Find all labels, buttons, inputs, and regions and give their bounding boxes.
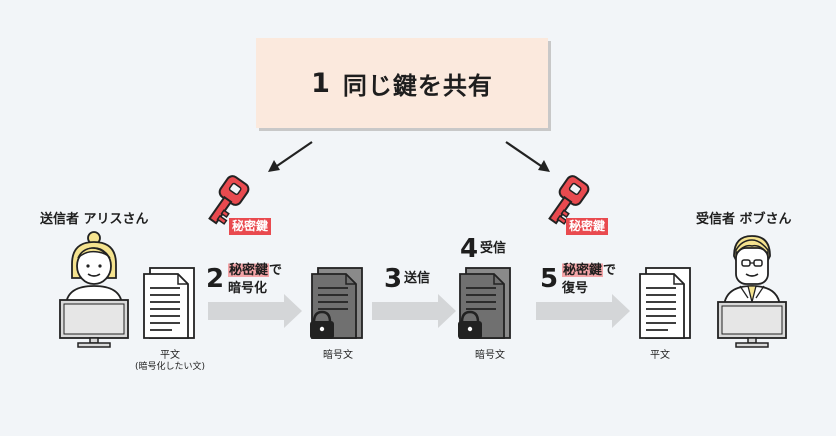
sender-alice-icon (59, 231, 129, 348)
ciphertext-document-icon-2 (458, 267, 511, 339)
step-3-number: 3 (384, 264, 403, 294)
secret-key-label-right: 秘密鍵 (566, 218, 609, 235)
step-5-number: 5 (540, 264, 559, 294)
ciphertext-2-label: 暗号文 (475, 350, 505, 361)
step-2-line2: 暗号化 (228, 281, 268, 296)
plaintext-document-icon-right (639, 267, 691, 339)
step-5-suffix: で (603, 263, 617, 278)
plaintext-left-sublabel: (暗号化したい文) (134, 362, 206, 372)
step-4-number: 4 (460, 234, 479, 264)
arrow-decrypt (536, 294, 630, 328)
sender-label: 送信者 アリスさん (40, 212, 149, 227)
plaintext-right-label: 平文 (650, 350, 670, 361)
shared-key-title-box: 1 同じ鍵を共有 (256, 38, 548, 128)
secret-key-label-left: 秘密鍵 (229, 218, 272, 235)
step-2-number: 2 (206, 264, 225, 294)
plaintext-document-icon-left (143, 267, 195, 339)
ciphertext-1-label: 暗号文 (323, 350, 353, 361)
step-5-highlight: 秘密鍵 (562, 263, 604, 278)
receiver-bob-icon (717, 235, 787, 348)
step-2-highlight: 秘密鍵 (228, 263, 270, 278)
title-text: 同じ鍵を共有 (342, 71, 493, 100)
step-2-text: 秘密鍵で 暗号化 (228, 262, 282, 298)
step-5-text: 秘密鍵で 復号 (562, 262, 616, 298)
title-step-number: 1 (311, 67, 331, 99)
secret-key-icon-left (208, 175, 250, 225)
arrow-send (372, 294, 456, 328)
arrow-to-right-key (505, 141, 550, 172)
step-4-text: 受信 (480, 241, 507, 256)
step-3-text: 送信 (404, 271, 431, 286)
step-5-line2: 復号 (562, 281, 589, 296)
step-2-suffix: で (269, 263, 283, 278)
arrow-to-left-key (268, 141, 313, 172)
receiver-label: 受信者 ボブさん (696, 212, 792, 227)
plaintext-left-label: 平文 (160, 350, 180, 361)
ciphertext-document-icon-1 (310, 267, 363, 339)
arrow-encrypt (208, 294, 302, 328)
secret-key-icon-right (548, 175, 590, 225)
